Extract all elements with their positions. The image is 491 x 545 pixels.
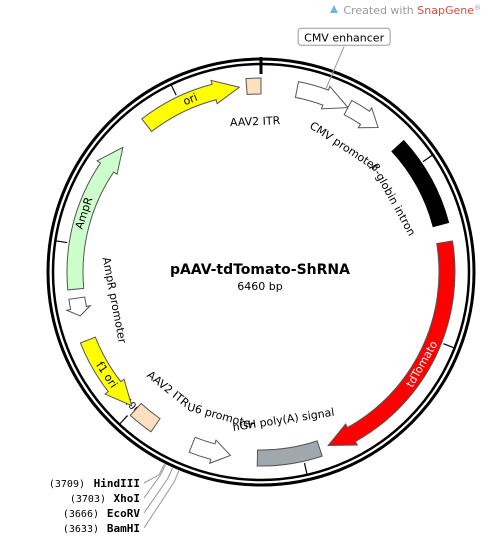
label-ampr-promoter: AmpR promoter (100, 256, 129, 345)
site-leader (143, 464, 166, 499)
tick-mark (443, 343, 454, 349)
label-box-cmv-enhancer (297, 27, 391, 46)
credit-prefix: Created with (343, 4, 414, 17)
feature-beta-globin-intron (391, 139, 450, 228)
feature-aav2-itr-right (245, 77, 262, 96)
feature-hgh-polya (256, 440, 323, 467)
credit-brand: SnapGene (417, 4, 474, 17)
feature-ampr-promoter (65, 296, 92, 317)
site-position: (3709) (49, 479, 85, 490)
tick-mark (56, 240, 68, 244)
tick-mark (170, 85, 177, 96)
tick-mark (119, 415, 128, 425)
tick-mark (303, 462, 308, 474)
site-position: (3703) (70, 494, 106, 505)
feature-cmv-promoter (343, 99, 379, 129)
site-name: HindIII (94, 477, 140, 490)
site-name: XhoI (114, 492, 141, 505)
snapgene-credit: Created with SnapGene® (329, 4, 481, 17)
site-position: (3666) (63, 509, 99, 520)
feature-f1-ori (79, 336, 133, 407)
feature-arrows (65, 77, 456, 467)
credit-mark: ® (474, 4, 481, 12)
label-aav2-itr-left: AAV2 ITR (144, 368, 192, 410)
feature-cmv-enhancer (294, 81, 349, 110)
label-u6-promoter: U6 promoter (186, 400, 257, 431)
label-ori: ori (181, 91, 199, 108)
site-leader (143, 470, 180, 529)
plasmid-backbone (46, 57, 476, 487)
feature-u6-promoter (188, 436, 232, 465)
label-aav2-itr-right: AAV2 ITR (230, 114, 281, 129)
feature-ori (141, 79, 241, 133)
label-cmv-enhancer: CMV enhancer (304, 31, 384, 44)
leader-cmv-enhancer (325, 46, 345, 90)
plasmid-name: pAAV-tdTomato-ShRNA (170, 262, 350, 278)
site-name: BamHI (107, 522, 140, 535)
label-tdtomato: tdTomato (404, 339, 441, 390)
feature-tdtomato (327, 240, 456, 446)
plasmid-length: 6460 bp (237, 280, 282, 293)
restriction-sites: HindIII (3709) XhoI (3703)EcoRV (3666) BamHI (… (49, 463, 180, 535)
site-name: EcoRV (107, 507, 140, 520)
site-leader (143, 463, 165, 484)
feature-aav2-itr-left (129, 402, 161, 433)
site-leader (143, 467, 173, 514)
site-position: (3633) (63, 524, 99, 535)
tick-mark (422, 154, 433, 163)
snapgene-logo-icon (329, 4, 339, 17)
feature-ampr (66, 146, 124, 291)
